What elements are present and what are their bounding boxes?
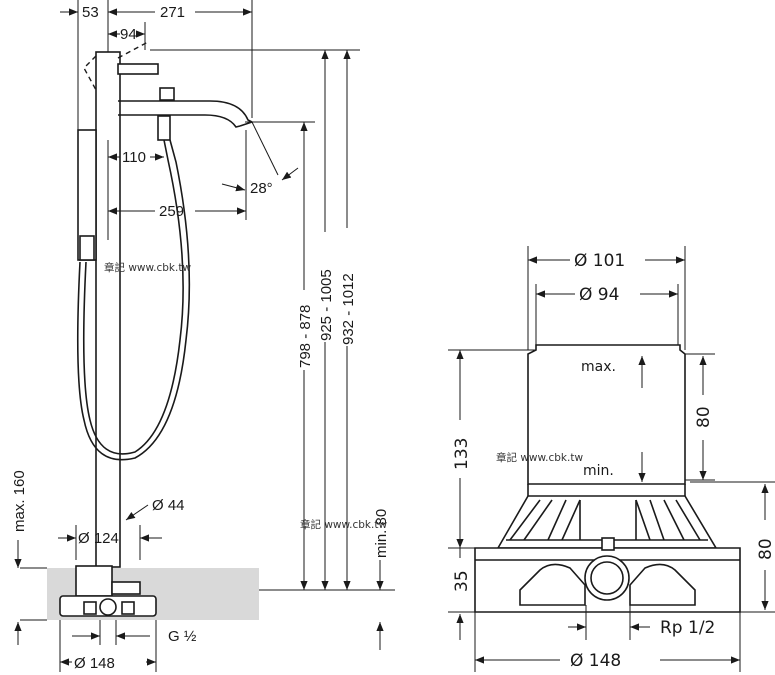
faucet-side-view: 53 271 94 110 28° [11,0,395,672]
dim-80-top: 80 [694,406,714,428]
label-max: max. [581,359,616,375]
dim-angle-28: 28° [250,180,273,197]
dim-94: 94 [120,26,137,43]
dim-dia-124: Ø 124 [78,530,119,547]
watermark-2: 章記 www.cbk.tw [300,518,387,531]
dim-798-878: 798 - 878 [297,305,314,368]
watermark-3: 章記 www.cbk.tw [496,451,583,464]
dim-max-160: max. 160 [11,470,28,532]
dim-271: 271 [160,4,185,21]
dim-g-half: G ½ [168,628,197,645]
dim-133: 133 [452,438,472,470]
dim-rp-half: Rp 1/2 [660,618,715,638]
faucet-column [95,51,121,568]
dim-dia-44: Ø 44 [152,497,185,514]
dim-35: 35 [452,570,472,592]
dim-dia-148-left: Ø 148 [74,655,115,672]
dim-110: 110 [122,149,146,166]
watermark-1: 章記 www.cbk.tw [104,261,191,274]
dim-53: 53 [82,4,99,21]
rough-in-body-view: Ø 101 Ø 94 max. min. 章記 www.cbk.tw 80 13… [448,246,775,672]
dim-dia-148-right: Ø 148 [570,651,621,671]
label-min: min. [583,463,614,479]
dim-932-1012: 932 - 1012 [340,273,357,345]
dim-259: 259 [159,203,184,220]
dim-min-80: min. 80 [373,509,390,558]
dim-dia-94-right: Ø 94 [579,285,619,305]
dim-dia-101: Ø 101 [574,251,625,271]
dim-80-right: 80 [756,538,775,560]
dim-925-1005: 925 - 1005 [318,269,335,341]
